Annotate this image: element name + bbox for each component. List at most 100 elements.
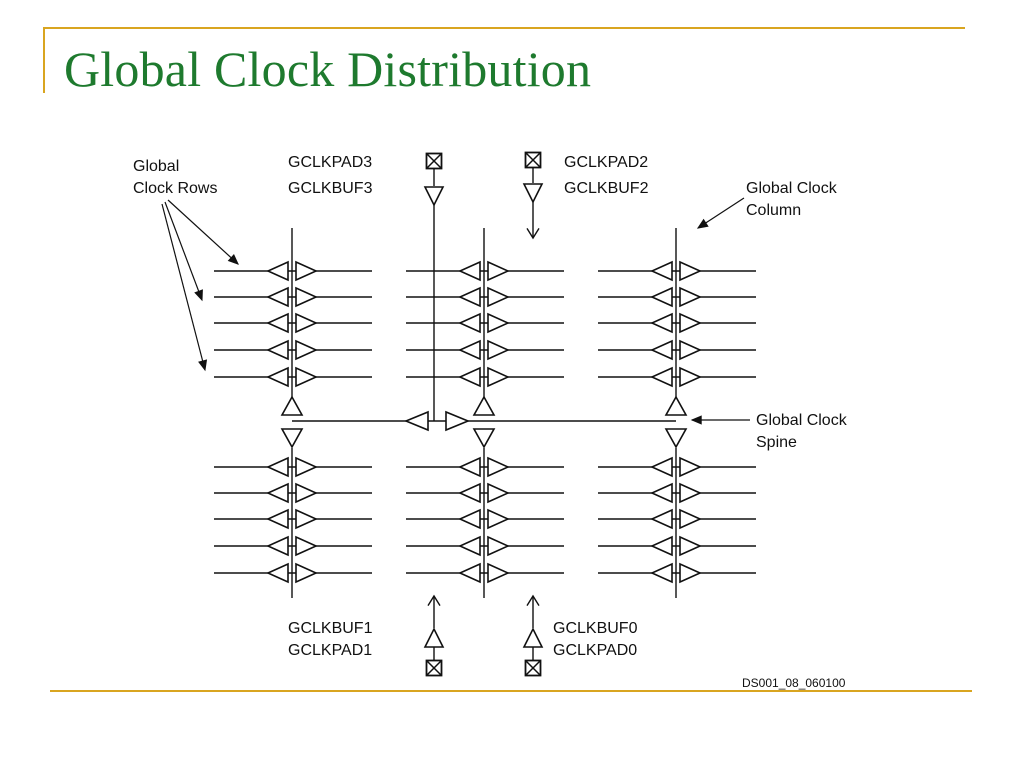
row-buffer-left-c1-r0 [458,260,481,282]
rows-callout-2-arrowhead-icon [194,289,203,302]
label-gclkpad0: GCLKPAD0 [553,642,637,659]
row-buffer-right-c1-r5 [487,456,510,478]
rows-callout-3-line [161,203,206,371]
diagram-wires [161,168,756,660]
row-buffer-left-c2-r9 [650,562,673,584]
label-global-clock-spine-1: Global Clock [756,412,848,429]
label-gclkpad1: GCLKPAD1 [288,642,372,659]
row-buffer-left-c1-r7 [458,508,481,530]
rows-callout-2-line [164,201,203,301]
gclkpad0-pad-x2 [524,659,542,677]
row-buffer-left-c0-r5 [266,456,289,478]
row-buffer-left-c1-r8 [458,535,481,557]
row-buffer-right-c0-r9 [295,562,318,584]
gclkbuf1-buffer [423,627,445,648]
label-gclkbuf1: GCLKBUF1 [288,620,373,637]
row-buffer-right-c2-r0 [679,260,702,282]
accent-line-left [43,27,45,93]
row-buffer-right-c1-r9 [487,562,510,584]
row-buffer-left-c2-r5 [650,456,673,478]
column-buffer-up-c1 [472,395,496,416]
row-buffer-right-c0-r6 [295,482,318,504]
rows-callout-3-arrowhead-icon [198,359,208,372]
column-buffer-down-c0 [280,428,304,449]
rows-callout-1-arrowhead-icon [227,254,239,265]
row-buffer-left-c0-r9 [266,562,289,584]
diagram-symbols [194,151,709,677]
gclkbuf0-buffer [522,627,544,648]
gclkbuf0-arrow-icon [526,594,540,606]
row-buffer-left-c1-r2 [458,312,481,334]
row-buffer-left-c1-r6 [458,482,481,504]
row-buffer-right-c1-r6 [487,482,510,504]
row-buffer-right-c2-r2 [679,312,702,334]
row-buffer-right-c1-r3 [487,339,510,361]
row-buffer-left-c1-r1 [458,286,481,308]
gclkbuf1-arrow-icon [427,594,441,606]
row-buffer-right-c1-r1 [487,286,510,308]
row-buffer-left-c0-r1 [266,286,289,308]
gclkbuf2-buffer [522,183,544,204]
gclkbuf2-arrow-icon [526,228,540,240]
row-buffer-right-c2-r9 [679,562,702,584]
row-buffer-right-c2-r1 [679,286,702,308]
label-gclkpad2: GCLKPAD2 [564,154,648,171]
row-buffer-right-c2-r7 [679,508,702,530]
row-buffer-left-c0-r3 [266,339,289,361]
label-global-clock-rows-1: Global [133,158,179,175]
row-buffer-right-c0-r2 [295,312,318,334]
row-buffer-left-c0-r4 [266,366,289,388]
column-buffer-up-c0 [280,395,304,416]
row-buffer-left-c2-r2 [650,312,673,334]
row-buffer-left-c0-r2 [266,312,289,334]
gclkpad3-pad-x2 [425,152,443,170]
row-buffer-left-c2-r0 [650,260,673,282]
label-global-clock-rows-2: Clock Rows [133,180,217,197]
label-global-clock-column-1: Global Clock [746,180,838,197]
row-buffer-right-c1-r2 [487,312,510,334]
row-buffer-left-c2-r4 [650,366,673,388]
row-buffer-right-c1-r0 [487,260,510,282]
row-buffer-left-c1-r3 [458,339,481,361]
gclkbuf3-buffer [423,186,445,207]
row-buffer-left-c1-r5 [458,456,481,478]
row-buffer-right-c2-r8 [679,535,702,557]
row-buffer-right-c0-r8 [295,535,318,557]
column-buffer-up-c2 [664,395,688,416]
rows-callout-1-line [167,199,239,265]
row-buffer-left-c0-r8 [266,535,289,557]
label-gclkpad3: GCLKPAD3 [288,154,372,171]
row-buffer-right-c2-r4 [679,366,702,388]
row-buffer-right-c2-r3 [679,339,702,361]
accent-line-top [43,27,965,29]
row-buffer-left-c0-r6 [266,482,289,504]
accent-line-bottom [50,690,972,692]
label-gclkbuf2: GCLKBUF2 [564,180,649,197]
row-buffer-right-c0-r4 [295,366,318,388]
row-buffer-left-c1-r4 [458,366,481,388]
gclkpad2-pad-x2 [524,151,542,169]
label-global-clock-column-2: Column [746,202,801,219]
row-buffer-right-c0-r5 [295,456,318,478]
row-buffer-left-c2-r8 [650,535,673,557]
row-buffer-right-c0-r1 [295,286,318,308]
spine-buffer-right [445,410,471,432]
label-global-clock-spine-2: Spine [756,434,797,451]
row-buffer-right-c0-r0 [295,260,318,282]
row-buffer-right-c2-r5 [679,456,702,478]
row-buffer-left-c0-r7 [266,508,289,530]
spine-callout-arrowhead-icon [690,415,702,425]
row-buffer-right-c1-r8 [487,535,510,557]
row-buffer-left-c0-r0 [266,260,289,282]
row-buffer-left-c2-r7 [650,508,673,530]
row-buffer-right-c1-r7 [487,508,510,530]
label-doc-id: DS001_08_060100 [742,676,846,690]
label-gclkbuf3: GCLKBUF3 [288,180,373,197]
row-buffer-right-c2-r6 [679,482,702,504]
column-buffer-down-c2 [664,428,688,449]
row-buffer-right-c0-r7 [295,508,318,530]
column-buffer-down-c1 [472,428,496,449]
column-callout-arrowhead-icon [696,218,709,229]
spine-buffer-left [403,410,429,432]
